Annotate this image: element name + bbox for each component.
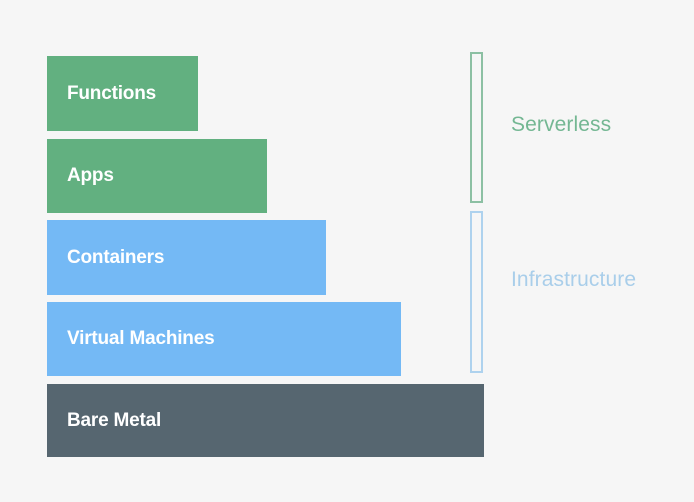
bracket-serverless-spine — [481, 52, 483, 203]
group-label-infrastructure: Infrastructure — [511, 268, 637, 291]
bar-virtual-machines: Virtual Machines — [47, 302, 401, 376]
bar-apps: Apps — [47, 139, 267, 213]
bar-label-bare-metal: Bare Metal — [67, 409, 162, 431]
bar-label-containers: Containers — [67, 246, 165, 268]
bar-functions: Functions — [47, 56, 198, 131]
bracket-serverless-icon — [470, 52, 483, 203]
bar-label-functions: Functions — [67, 82, 156, 104]
bracket-infrastructure-spine — [481, 211, 483, 373]
bar-label-apps: Apps — [67, 165, 114, 186]
group-label-serverless: Serverless — [511, 113, 612, 136]
bar-containers: Containers — [47, 220, 326, 295]
bar-bare-metal: Bare Metal — [47, 384, 484, 457]
bar-label-virtual-machines: Virtual Machines — [67, 328, 215, 349]
bracket-infrastructure-icon — [470, 211, 483, 373]
